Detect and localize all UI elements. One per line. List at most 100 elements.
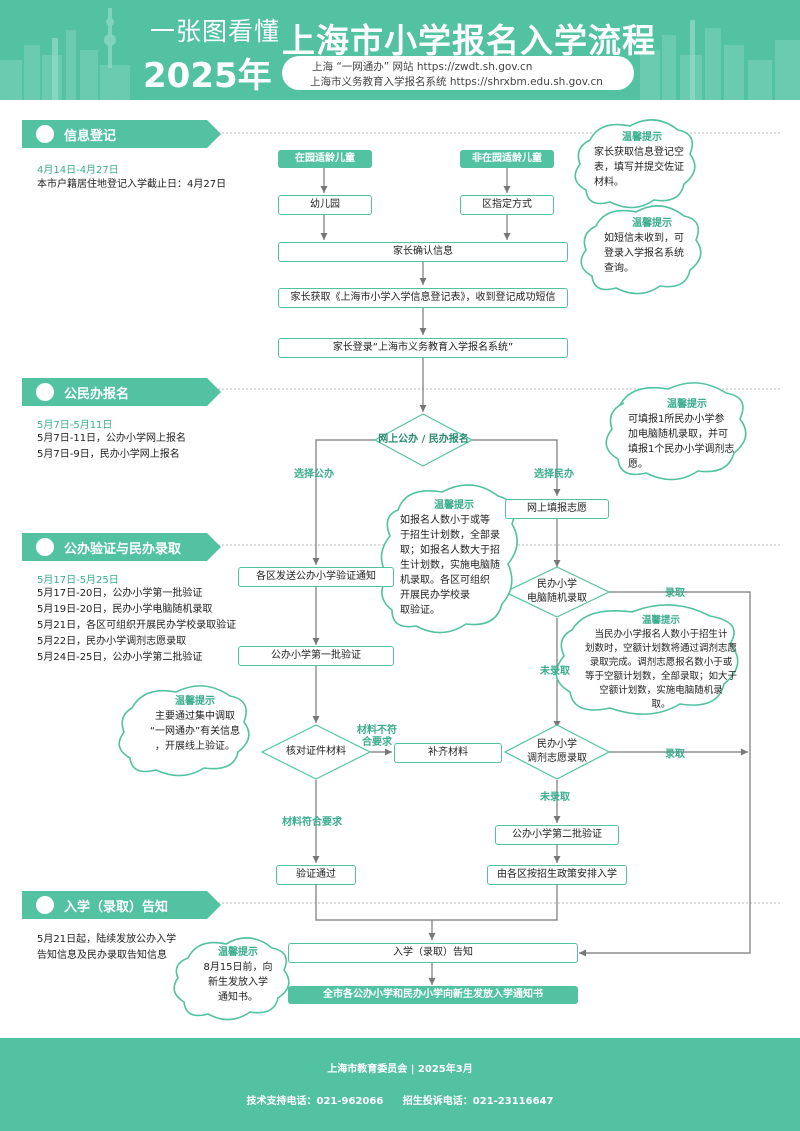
node-private-lottery-label: 民办小学 电脑随机录取: [505, 578, 609, 606]
node-second-verify: 公办小学第二批验证: [495, 825, 619, 845]
label-admitted-2: 录取: [665, 749, 685, 760]
tip-line: 新生发放入学: [208, 977, 268, 988]
tip-line: 家长获取信息登记空: [594, 147, 684, 158]
tip-cloud-1: [574, 119, 696, 209]
page-header: 一张图看懂 2025年 上海市小学报名入学流程 上海 “一网通办” 网站 htt…: [0, 0, 800, 100]
tip-line: 可填报1所民办小学参: [628, 414, 725, 425]
tip-title: 温馨提示: [622, 132, 662, 143]
node-admission-notice: 入学（录取）告知: [288, 943, 578, 963]
label-line: 合要求: [362, 737, 392, 748]
diamond-text-line: 电脑随机录取: [527, 593, 587, 604]
tip-cloud-3: [605, 382, 747, 481]
info-icon: [36, 125, 54, 143]
tip-title: 温馨提示: [434, 500, 474, 511]
label-admitted-1: 录取: [665, 588, 685, 599]
tip-line: 生计划数，实施电脑随: [400, 560, 500, 571]
section3-line: 5月22日，民办小学调剂志愿录取: [37, 636, 187, 647]
section4-line: 告知信息及民办录取告知信息: [37, 950, 167, 961]
diamond-private-adjust: [503, 724, 611, 780]
tip-title: 温馨提示: [641, 615, 680, 626]
tip-line: 当民办小学报名人数小于招生计: [594, 629, 728, 640]
notice-icon: [36, 896, 54, 914]
tip-line: 查询。: [604, 263, 634, 274]
section3-line: 5月19日-20日，民办小学电脑随机录取: [37, 604, 213, 615]
section3-date: 5月17日-5月25日: [37, 575, 119, 586]
city-skyline-graphic: [0, 8, 800, 100]
diamond-text-line: 调剂志愿录取: [527, 753, 587, 764]
tip-cloud-7: [173, 937, 290, 1021]
section2-line: 5月7日-9日，民办小学网上报名: [37, 449, 180, 460]
node-supplement: 补齐材料: [394, 743, 502, 763]
section-label: 入学（录取）告知: [64, 900, 169, 915]
tip-title: 温馨提示: [218, 947, 258, 958]
section-label: 公民办报名: [64, 387, 130, 402]
section2-line: 5月7日-11日，公办小学网上报名: [37, 433, 187, 444]
section-tab-notice: 入学（录取）告知: [22, 891, 221, 919]
footer-phones: 技术支持电话：021-962066 招生投诉电话：021-23116647: [0, 1092, 800, 1107]
label-not-admitted-1: 未录取: [540, 666, 570, 677]
diamond-text-line: 民办小学: [537, 579, 577, 590]
node-check-material-label: 核对证件材料: [286, 746, 346, 757]
section1-line: 本市户籍居住地登记入学截止日：4月27日: [37, 179, 227, 190]
label-line: 材料不符: [357, 725, 397, 736]
tip-line: 加电脑随机录取，并可: [628, 429, 728, 440]
tip-2: 温馨提示 如短信未收到，可 登录入学报名系统 查询。: [604, 216, 700, 276]
label-choose-private: 选择民办: [534, 469, 574, 480]
section1-date: 4月14日-4月27日: [37, 165, 119, 176]
tip-5: 温馨提示 当民办小学报名人数小于招生计 划数时，空额计划数将通过调剂志愿 录取完…: [575, 614, 747, 712]
apply-icon: [36, 383, 54, 401]
node-district-arrange: 由各区按招生政策安排入学: [487, 865, 627, 885]
footer-org: 上海市教育委员会 | 2025年3月: [327, 1064, 473, 1075]
tab-swallowtail: [207, 891, 221, 919]
url-enrollment-system[interactable]: 上海市义务教育入学报名系统 https://shrxbm.edu.sh.gov.…: [310, 76, 603, 88]
section3-line: 5月21日，各区可组织开展民办学校录取验证: [37, 620, 237, 631]
node-send-notice: 各区发送公办小学验证通知: [238, 567, 394, 587]
diamond-check-material: [260, 724, 372, 780]
tip-line: 填报1个民办小学调剂志: [628, 444, 735, 455]
section3-line: 5月24日-25日，公办小学第二批验证: [37, 652, 203, 663]
tip-line: 机录取。各区可组织: [400, 575, 490, 586]
tip-title: 温馨提示: [175, 696, 215, 707]
section4-line: 5月21日起，陆续发放公办入学: [37, 934, 177, 945]
tip-line: 取。: [651, 699, 671, 710]
node-district-way: 区指定方式: [460, 195, 554, 215]
node-get-form: 家长获取《上海市小学入学信息登记表》，收到登记成功短信: [278, 288, 568, 308]
diamond-text-line: 民办小学: [537, 739, 577, 750]
tip-1: 温馨提示 家长获取信息登记空 表，填写并提交佐证 材料。: [594, 130, 690, 190]
header-year: 2025年: [143, 56, 272, 96]
diamond-online-apply: [373, 413, 474, 467]
tip-line: 愿。: [628, 459, 648, 470]
tip-line: 通知书。: [218, 992, 258, 1003]
tip-line: 如报名人数小于或等: [400, 515, 490, 526]
url-yiwangtongban[interactable]: 上海 “一网通办” 网站 https://zwdt.sh.gov.cn: [312, 61, 533, 73]
tip-line: 主要通过集中调取: [155, 711, 235, 722]
tip-line: 划数时，空额计划数将通过调剂志愿: [584, 643, 737, 654]
label-material-ok: 材料符合要求: [282, 817, 342, 828]
tip-line: 取验证。: [400, 605, 440, 616]
page-title: 上海市小学报名入学流程: [282, 21, 656, 60]
label-not-admitted-2: 未录取: [540, 792, 570, 803]
verify-icon: [36, 538, 54, 556]
node-online-apply-label: 网上公办 / 民办报名: [378, 434, 469, 445]
tip-line: 登录入学报名系统: [604, 248, 684, 259]
tab-swallowtail: [207, 533, 221, 561]
section-tab-info-register: 信息登记: [22, 120, 221, 148]
node-private-adjust-label: 民办小学 调剂志愿录取: [505, 738, 609, 766]
section3-line: 5月17日-20日，公办小学第一批验证: [37, 588, 203, 599]
node-citywide-notice: 全市各公办小学和民办小学向新生发放入学通知书: [288, 986, 578, 1004]
section-label: 公办验证与民办录取: [64, 542, 182, 557]
tip-title: 温馨提示: [667, 399, 707, 410]
tip-3: 温馨提示 可填报1所民办小学参 加电脑随机录取，并可 填报1个民办小学调剂志 愿…: [628, 397, 746, 472]
url-box: 上海 “一网通办” 网站 https://zwdt.sh.gov.cn 上海市义…: [282, 56, 634, 90]
page-footer: 上海市教育委员会 | 2025年3月 技术支持电话：021-962066 招生投…: [0, 1038, 800, 1131]
node-fill-wish: 网上填报志愿: [505, 499, 609, 519]
tip-line: 表，填写并提交佐证: [594, 162, 684, 173]
tip-line: 取；如报名人数大于招: [400, 545, 500, 556]
tip-line: 等于空额计划数，全部录取；如大于: [584, 671, 737, 682]
tab-swallowtail: [207, 378, 221, 406]
tip-title: 温馨提示: [632, 218, 672, 229]
section-label: 信息登记: [64, 129, 117, 144]
section-tab-apply: 公民办报名: [22, 378, 221, 406]
tech-support-phone: 技术支持电话：021-962066: [246, 1096, 384, 1107]
